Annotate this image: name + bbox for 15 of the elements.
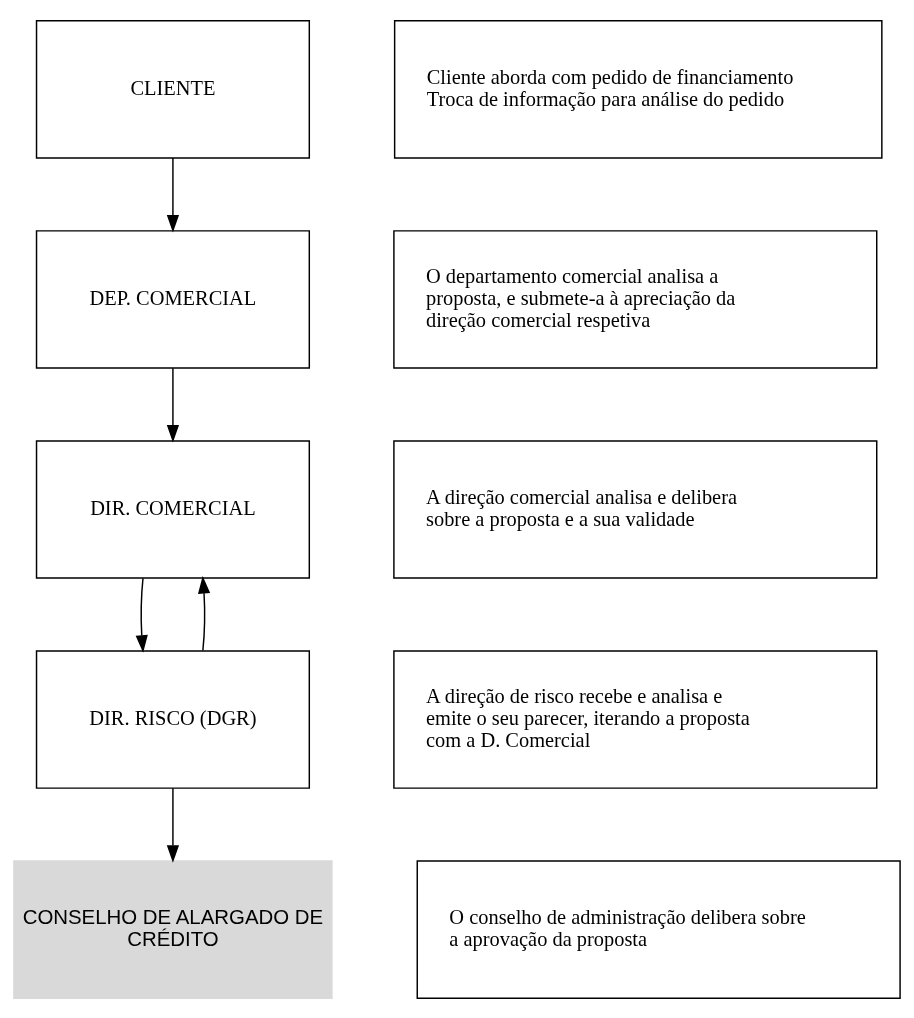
node-box: A direção comercial analisa e delibera sobre a proposta e a sua validade	[393, 439, 878, 579]
arrow	[166, 366, 180, 443]
node-box: CONSELHO DE ALARGADO DE CRÉDITO	[13, 859, 333, 999]
node-box: DEP. COMERCIAL	[35, 229, 311, 369]
node-box: DIR. RISCO (DGR)	[35, 649, 311, 789]
node-box: O conselho de administração delibera sobre a aprovação da proposta	[416, 859, 901, 999]
arrow	[197, 575, 211, 651]
node-box: Cliente aborda com pedido de financiamento Troca de informação para análise do pedido	[393, 19, 883, 159]
arrow	[166, 156, 180, 233]
node-box: O departamento comercial analisa a proposta, e submete-a à apreciação da direção comercial respetiva	[393, 229, 878, 369]
arrow	[135, 576, 148, 653]
node-box: A direção de risco recebe e analisa e emite o seu parecer, iterando a proposta com a D. Comercial	[393, 649, 878, 789]
node-box: DIR. COMERCIAL	[35, 439, 311, 579]
node-box: CLIENTE	[35, 19, 311, 159]
arrow	[166, 787, 180, 863]
